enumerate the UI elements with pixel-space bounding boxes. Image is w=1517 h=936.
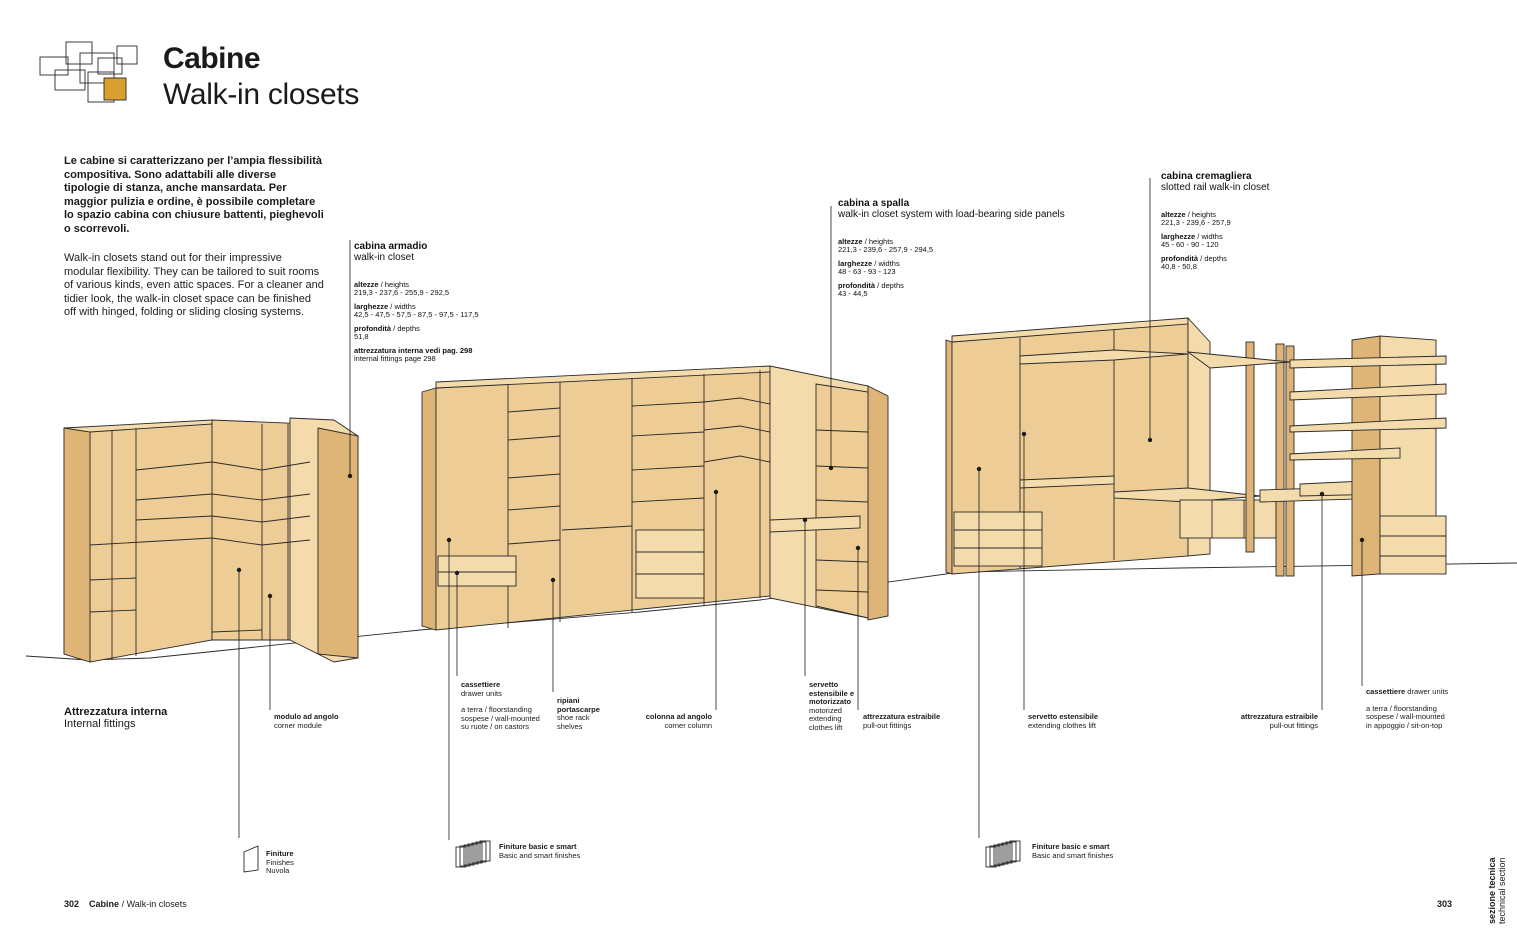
spec-cremagliera-name: cabina cremagliera bbox=[1161, 171, 1252, 182]
fittings-subtitle: Internal fittings bbox=[64, 718, 136, 730]
page-title: Cabine bbox=[163, 42, 261, 75]
finishes-basic-smart-1: Finiture basic e smart Basic and smart f… bbox=[499, 842, 581, 860]
square-grid-logo-icon bbox=[39, 41, 138, 103]
callout-shoe-shelves: ripiani portascarpe shoe rack shelves bbox=[557, 696, 600, 731]
finish-swatch-icon bbox=[243, 845, 259, 873]
section-tab: sezione tecnica technical section bbox=[1487, 852, 1517, 928]
page-subtitle: Walk-in closets bbox=[163, 78, 360, 111]
callout-drawers: cassettiere drawer units a terra / floor… bbox=[461, 680, 540, 731]
floor-line bbox=[25, 562, 1517, 661]
finishes-basic-smart-2: Finiture basic e smart Basic and smart f… bbox=[1032, 842, 1114, 860]
fittings-title: Attrezzatura interna bbox=[64, 706, 168, 718]
closet-armadio-drawing bbox=[63, 417, 359, 663]
spec-armadio-name-en: walk-in closet bbox=[354, 252, 415, 263]
callout-extending-lift: servetto estensibile extending clothes l… bbox=[1028, 712, 1099, 730]
spec-spalla-name-en: walk-in closet system with load-bearing … bbox=[838, 209, 1065, 220]
spec-spalla-name: cabina a spalla bbox=[838, 198, 910, 209]
callout-motorized-lift: servetto estensibile e motorizzato motor… bbox=[809, 680, 855, 732]
page-number-right: 303 bbox=[1437, 899, 1453, 909]
callout-corner-column: colonna ad angolo corner column bbox=[645, 712, 712, 730]
intro-italian: Le cabine si caratterizzano per l’ampia … bbox=[64, 155, 324, 235]
spec-cremagliera: cabina cremagliera slotted rail walk-in … bbox=[1161, 171, 1270, 271]
footer-left: 302 Cabine / Walk-in closets bbox=[64, 899, 187, 909]
spec-armadio-name: cabina armadio bbox=[354, 241, 428, 252]
callout-drawers-2: cassettiere drawer units a terra / floor… bbox=[1366, 687, 1449, 730]
closet-spalla-drawing bbox=[421, 365, 889, 631]
footer-section: Cabine bbox=[89, 899, 120, 909]
page-number-left: 302 bbox=[64, 899, 80, 909]
spec-cremagliera-name-en: slotted rail walk-in closet bbox=[1161, 182, 1270, 193]
finishes-nuvola: Finiture Finishes Nuvola bbox=[266, 849, 294, 875]
spec-armadio: cabina armadio walk-in closet altezze / … bbox=[354, 241, 479, 363]
callout-pullout-fittings-2: attrezzatura estraibile pull-out fitting… bbox=[1240, 712, 1318, 730]
callout-corner-module: modulo ad angolo corner module bbox=[274, 712, 339, 730]
closet-cremagliera-drawing bbox=[945, 316, 1447, 577]
finish-samples-icon bbox=[985, 840, 1021, 868]
section-tab-en: technical section bbox=[1497, 857, 1507, 924]
spec-spalla: cabina a spalla walk-in closet system wi… bbox=[838, 198, 1065, 298]
section-tab-it: sezione tecnica bbox=[1487, 857, 1497, 924]
finish-samples-icon bbox=[455, 840, 491, 868]
leader-lines bbox=[236, 178, 1365, 840]
callout-pullout-fittings: attrezzatura estraibile pull-out fitting… bbox=[863, 712, 941, 730]
intro-english: Walk-in closets stand out for their impr… bbox=[64, 252, 324, 319]
footer-section-en: Walk-in closets bbox=[126, 899, 187, 909]
